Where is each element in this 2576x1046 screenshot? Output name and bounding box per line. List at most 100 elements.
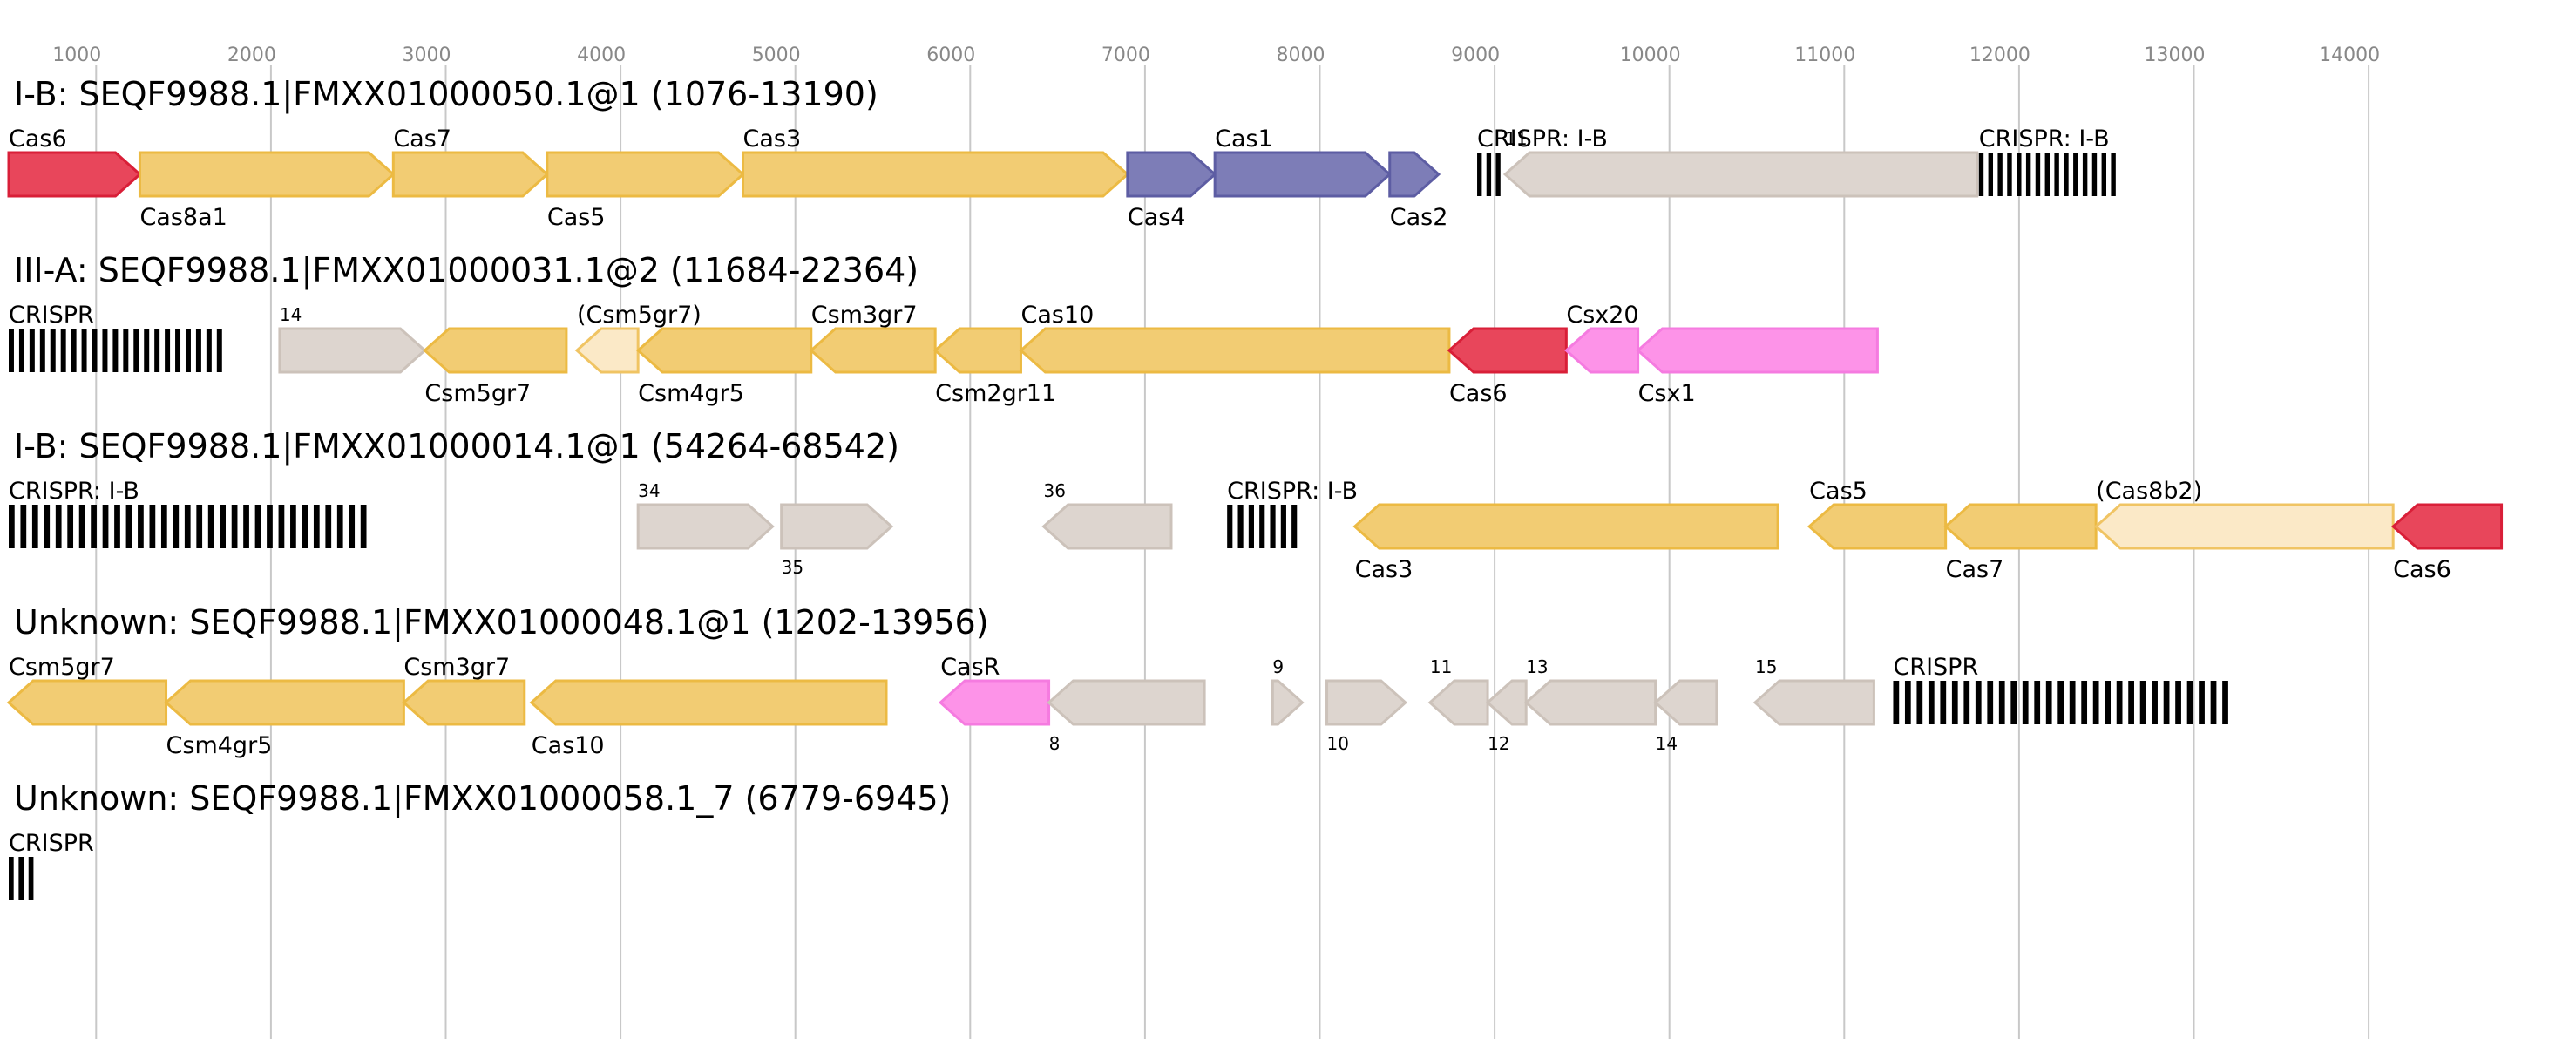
gene-label: Cas10 [1020,302,1094,329]
crispr-repeat-bar [2081,681,2088,724]
gene-arrow [1564,327,1640,374]
gene-label: 36 [1044,480,1066,501]
axis-tick-label: 14000 [2319,44,2380,66]
axis-tick-label: 7000 [1102,44,1150,66]
gene-arrow [391,151,550,198]
crispr-label: CRISPR: I-B [1227,478,1358,505]
crispr-repeat-bar [1248,505,1254,548]
crispr-repeat-bar [313,505,320,548]
crispr-repeat-bar [243,505,249,548]
crispr-repeat-bar [2022,681,2029,724]
gene-label: Cas6 [1449,380,1508,407]
crispr-repeat-bar [173,505,180,548]
crispr-repeat-bar [207,505,214,548]
crispr-repeat-bar [302,505,308,548]
gene-arrow [1636,327,1879,374]
crispr-repeat-bar [2210,681,2217,724]
crispr-array [9,857,34,900]
crispr-repeat-bar [1291,505,1298,548]
axis-tick-label: 6000 [926,44,975,66]
crispr-label: CRISPR: I-B [1477,126,1608,153]
gene-arrow [1041,503,1173,550]
crispr-repeat-bar [9,329,14,372]
axis-tick-label: 8000 [1277,44,1325,66]
gene-label: Csx1 [1638,380,1696,407]
crispr-repeat-bar [1988,153,1994,196]
crispr-repeat-bar [1477,153,1482,196]
gene-arrow [1653,679,1718,726]
crispr-repeat-bar [133,329,139,372]
gene-label: (Csm5gr7) [577,302,702,329]
crispr-repeat-bar [1978,153,1984,196]
crispr-repeat-bar [1940,681,1947,724]
crispr-repeat-bar [278,505,285,548]
crispr-repeat-bar [175,329,181,372]
crispr-repeat-bar [165,329,171,372]
crispr-repeat-bar [1997,153,2003,196]
crispr-repeat-bar [1998,681,2005,724]
crispr-array [9,329,222,372]
gene-label: Cas3 [1355,556,1413,583]
crispr-repeat-bar [1237,505,1244,548]
crispr-repeat-bar [2152,681,2158,724]
gene-arrow [1388,151,1441,198]
gene-arrow [423,327,568,374]
locus-title: I-B: SEQF9988.1|FMXX01000050.1@1 (1076-1… [14,75,878,114]
gene-label: 10 [1327,733,1349,754]
gene-label: CasR [940,654,1000,681]
gene-label: Cas6 [9,126,67,153]
gene-arrow [1427,679,1489,726]
crispr-repeat-bar [185,329,191,372]
axis-tick-label: 11000 [1794,44,1855,66]
crispr-array [9,505,367,548]
gene-label: 34 [638,480,660,501]
gene-label: Csm2gr11 [935,380,1056,407]
locus-track: Unknown: SEQF9988.1|FMXX01000058.1_7 (67… [9,779,951,900]
crispr-repeat-bar [44,505,51,548]
crispr-repeat-bar [2025,153,2031,196]
gene-label: Cas7 [1946,556,2004,583]
gene-arrow [1019,327,1451,374]
crispr-repeat-bar [1951,681,1958,724]
crispr-repeat-bar [216,329,222,372]
gene-label: 8 [1049,733,1061,754]
locus-title: I-B: SEQF9988.1|FMXX01000014.1@1 (54264-… [14,427,899,466]
gene-arrow [574,327,640,374]
gene-label: Cas2 [1390,204,1448,231]
gene-arrow [742,151,1130,198]
crispr-repeat-bar [2044,153,2051,196]
gene-arrow [1807,503,1948,550]
gene-label: Cas3 [743,126,802,153]
gene-arrow [1752,679,1875,726]
gene-label: Csm3gr7 [403,654,510,681]
crispr-repeat-bar [1916,681,1923,724]
crispr-repeat-bar [1987,681,1994,724]
gene-arrow [1352,503,1779,550]
gene-arrow [1271,679,1305,726]
gene-label: Csm4gr5 [638,380,744,407]
gene-arrow [529,679,888,726]
crispr-repeat-bar [2082,153,2088,196]
crispr-repeat-bar [254,505,261,548]
gene-arrow [1325,679,1408,726]
locus-title: Unknown: SEQF9988.1|FMXX01000058.1_7 (67… [14,779,951,818]
locus-title: Unknown: SEQF9988.1|FMXX01000048.1@1 (12… [14,603,989,642]
crispr-label: CRISPR: I-B [9,478,139,505]
crispr-repeat-bar [2007,153,2012,196]
locus-tracks: I-B: SEQF9988.1|FMXX01000050.1@1 (1076-1… [6,75,2504,900]
gene-arrow [635,327,813,374]
crispr-repeat-bar [1495,153,1501,196]
crispr-repeat-bar [2163,681,2170,724]
axis-tick-label: 10000 [1620,44,1681,66]
crispr-repeat-bar [2064,153,2069,196]
locus-title: III-A: SEQF9988.1|FMXX01000031.1@2 (1168… [14,251,919,290]
crispr-repeat-bar [206,329,212,372]
gene-arrow [1502,151,1979,198]
gene-arrow [278,327,427,374]
gene-arrow [138,151,396,198]
crispr-label: CRISPR [9,830,94,857]
crispr-repeat-bar [81,329,87,372]
crispr-repeat-bar [9,505,15,548]
axis-tick-label: 3000 [403,44,451,66]
crispr-repeat-bar [31,505,38,548]
